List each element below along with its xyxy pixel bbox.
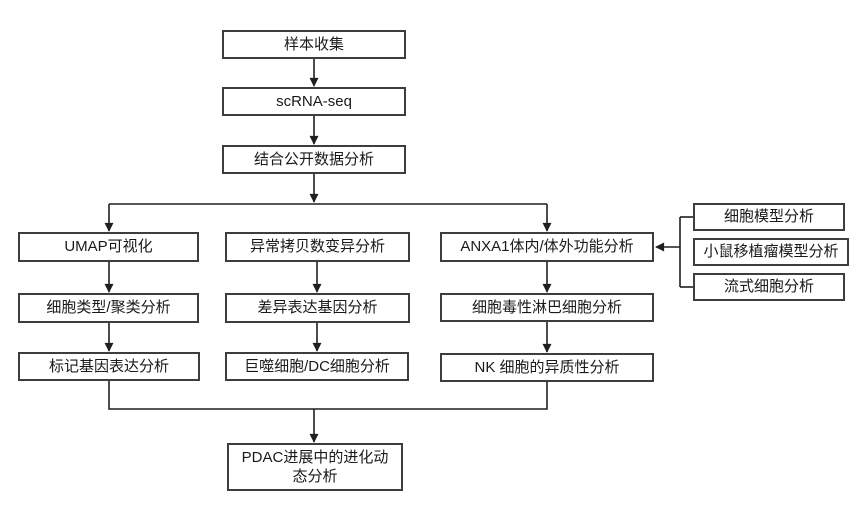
merge-line	[108, 381, 548, 410]
node-macrophage-dc-analysis: 巨噬细胞/DC细胞分析	[225, 352, 409, 381]
node-nk-heterogeneity-analysis: NK 细胞的异质性分析	[440, 353, 654, 382]
node-public-data-analysis: 结合公开数据分析	[222, 145, 406, 174]
node-marker-gene-expression: 标记基因表达分析	[18, 352, 200, 381]
node-cytotoxic-lymphocyte-analysis: 细胞毒性淋巴细胞分析	[440, 293, 654, 322]
node-umap-visualization: UMAP可视化	[18, 232, 199, 262]
node-scrna-seq: scRNA-seq	[222, 87, 406, 116]
node-flow-cytometry-analysis: 流式细胞分析	[693, 273, 845, 301]
node-mouse-xenograft-model-analysis: 小鼠移植瘤模型分析	[693, 238, 849, 266]
node-cell-model-analysis: 细胞模型分析	[693, 203, 845, 231]
node-deg-analysis: 差异表达基因分析	[225, 293, 410, 323]
node-cnv-analysis: 异常拷贝数变异分析	[225, 232, 410, 262]
node-pdac-evolution-dynamics: PDAC进展中的进化动 态分析	[227, 443, 403, 491]
node-anxa1-function-analysis: ANXA1体内/体外功能分析	[440, 232, 654, 262]
node-cell-type-clustering: 细胞类型/聚类分析	[18, 293, 199, 323]
node-sample-collection: 样本收集	[222, 30, 406, 59]
